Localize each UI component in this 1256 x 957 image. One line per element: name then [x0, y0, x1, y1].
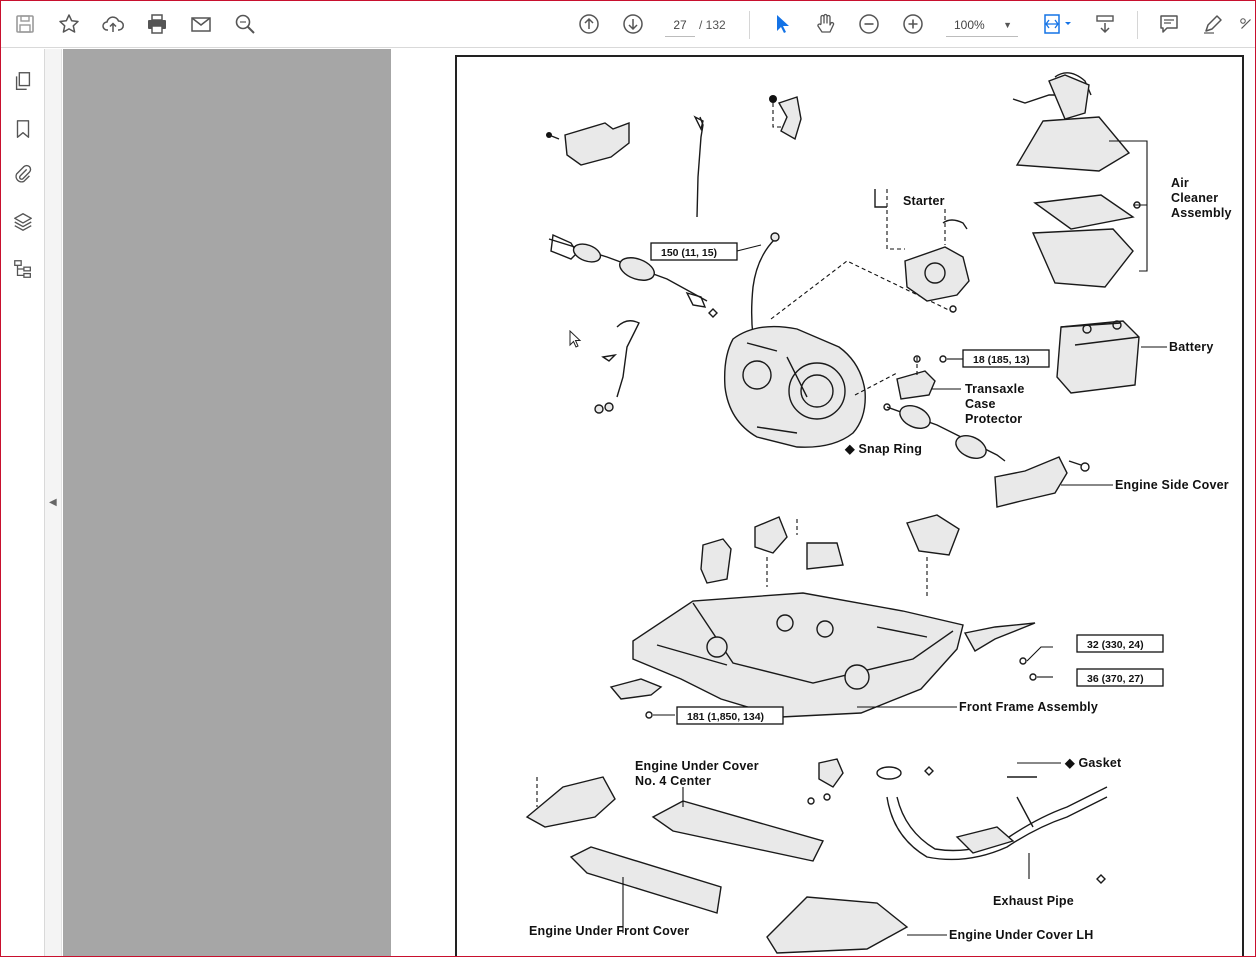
- left-navigation-pane: [1, 49, 45, 956]
- thumbnail-panel-background: [63, 49, 391, 956]
- torque-box-2: [962, 349, 1050, 368]
- engine-under-front-cover: [569, 846, 722, 933]
- engine-under-cover-lh: [766, 896, 947, 954]
- bracket-top-center: [769, 95, 802, 141]
- drive-shaft-left: [548, 233, 708, 308]
- exhaust-pipe: [876, 762, 1108, 884]
- label-battery: Battery: [1169, 340, 1213, 354]
- mail-icon[interactable]: [186, 9, 216, 39]
- front-frame-assembly: [632, 592, 964, 718]
- transaxle-case-protector: [896, 355, 963, 400]
- label-under-cover-lh: Engine Under Cover LH: [949, 928, 1094, 942]
- pen-icon[interactable]: [1198, 9, 1228, 39]
- label-front-frame: Front Frame Assembly: [959, 700, 1098, 714]
- document-viewport[interactable]: Starter Air Cleaner Assembly Batt: [391, 49, 1255, 956]
- engine-under-cover-no4-center: [651, 787, 825, 862]
- label-transaxle-3: Protector: [965, 412, 1022, 426]
- separator: [1137, 11, 1138, 39]
- layers-icon[interactable]: [9, 208, 37, 236]
- zoom-value: 100%: [954, 18, 985, 32]
- label-transaxle-1: Transaxle: [965, 382, 1024, 396]
- torque-3: 32 (330, 24): [1087, 639, 1144, 651]
- starter: [874, 189, 970, 313]
- label-air-1: Air: [1171, 176, 1189, 190]
- torque-5: 181 (1,850, 134): [687, 711, 764, 723]
- drive-shaft-right: [883, 403, 1006, 462]
- mouse-pointer-icon: [569, 330, 582, 348]
- page-down-icon[interactable]: [618, 9, 648, 39]
- print-icon[interactable]: [142, 9, 172, 39]
- center-mount: [807, 758, 844, 805]
- zoom-out-icon[interactable]: [854, 9, 884, 39]
- comment-icon[interactable]: [1154, 9, 1184, 39]
- bracket-top-left: [546, 121, 630, 166]
- label-transaxle-2: Case: [965, 397, 996, 411]
- right-arm: [963, 622, 1053, 681]
- page-number-input[interactable]: 27: [665, 13, 695, 37]
- engine-side-cover: [994, 456, 1113, 508]
- star-icon[interactable]: [54, 9, 84, 39]
- left-splash-cover: [525, 776, 616, 828]
- exploded-parts-diagram: Starter Air Cleaner Assembly Batt: [525, 72, 1232, 954]
- label-air-2: Cleaner: [1171, 191, 1218, 205]
- page-total: / 132: [699, 18, 726, 32]
- torque-box-4: [1076, 668, 1164, 687]
- zoom-search-icon[interactable]: [230, 9, 260, 39]
- torque-2: 18 (185, 13): [973, 354, 1030, 366]
- torque-box-3: [1076, 634, 1164, 653]
- torque-1: 150 (11, 15): [661, 247, 717, 259]
- label-air-3: Assembly: [1171, 206, 1232, 220]
- battery: [1056, 320, 1167, 394]
- left-arm: [609, 678, 675, 719]
- label-snap-ring: ◆ Snap Ring: [844, 442, 922, 456]
- dipstick-part: [693, 115, 704, 218]
- transaxle: [723, 260, 956, 448]
- save-icon[interactable]: [10, 9, 40, 39]
- torque-box-1: [650, 242, 738, 261]
- zoom-in-icon[interactable]: [898, 9, 928, 39]
- pages-icon[interactable]: [9, 67, 37, 95]
- torque-box-5: [676, 706, 784, 725]
- bookmark-icon[interactable]: [9, 115, 37, 143]
- label-gasket: ◆ Gasket: [1064, 756, 1122, 770]
- more-tools-icon[interactable]: [1237, 9, 1255, 39]
- torque-4: 36 (370, 27): [1087, 673, 1144, 685]
- page-up-icon[interactable]: [574, 9, 604, 39]
- hand-tool-icon[interactable]: [810, 9, 840, 39]
- label-engine-side-cover: Engine Side Cover: [1115, 478, 1229, 492]
- label-under-cover-center-2: No. 4 Center: [635, 774, 711, 788]
- cloud-upload-icon[interactable]: [98, 9, 128, 39]
- attachment-icon[interactable]: [9, 160, 37, 188]
- label-under-front-cover: Engine Under Front Cover: [529, 924, 689, 938]
- fit-page-icon[interactable]: [1037, 9, 1077, 39]
- chevron-left-icon[interactable]: ◀: [49, 497, 57, 508]
- pdf-page: Starter Air Cleaner Assembly Batt: [455, 55, 1244, 956]
- chevron-down-icon: ▼: [1003, 20, 1012, 30]
- shift-cable: [594, 320, 640, 414]
- label-exhaust-pipe: Exhaust Pipe: [993, 894, 1074, 908]
- zoom-select[interactable]: 100% ▼: [946, 13, 1018, 37]
- separator: [749, 11, 750, 39]
- label-under-cover-center-1: Engine Under Cover: [635, 759, 759, 773]
- label-starter: Starter: [903, 194, 945, 208]
- engine-mounts: [700, 514, 960, 597]
- panel-collapse-strip[interactable]: ◀: [45, 49, 62, 956]
- structure-icon[interactable]: [9, 255, 37, 283]
- scroll-mode-icon[interactable]: [1090, 9, 1120, 39]
- toolbar: 27 / 132 100% ▼: [1, 1, 1255, 48]
- select-cursor-icon[interactable]: [767, 9, 797, 39]
- air-cleaner-assembly: [1012, 72, 1148, 288]
